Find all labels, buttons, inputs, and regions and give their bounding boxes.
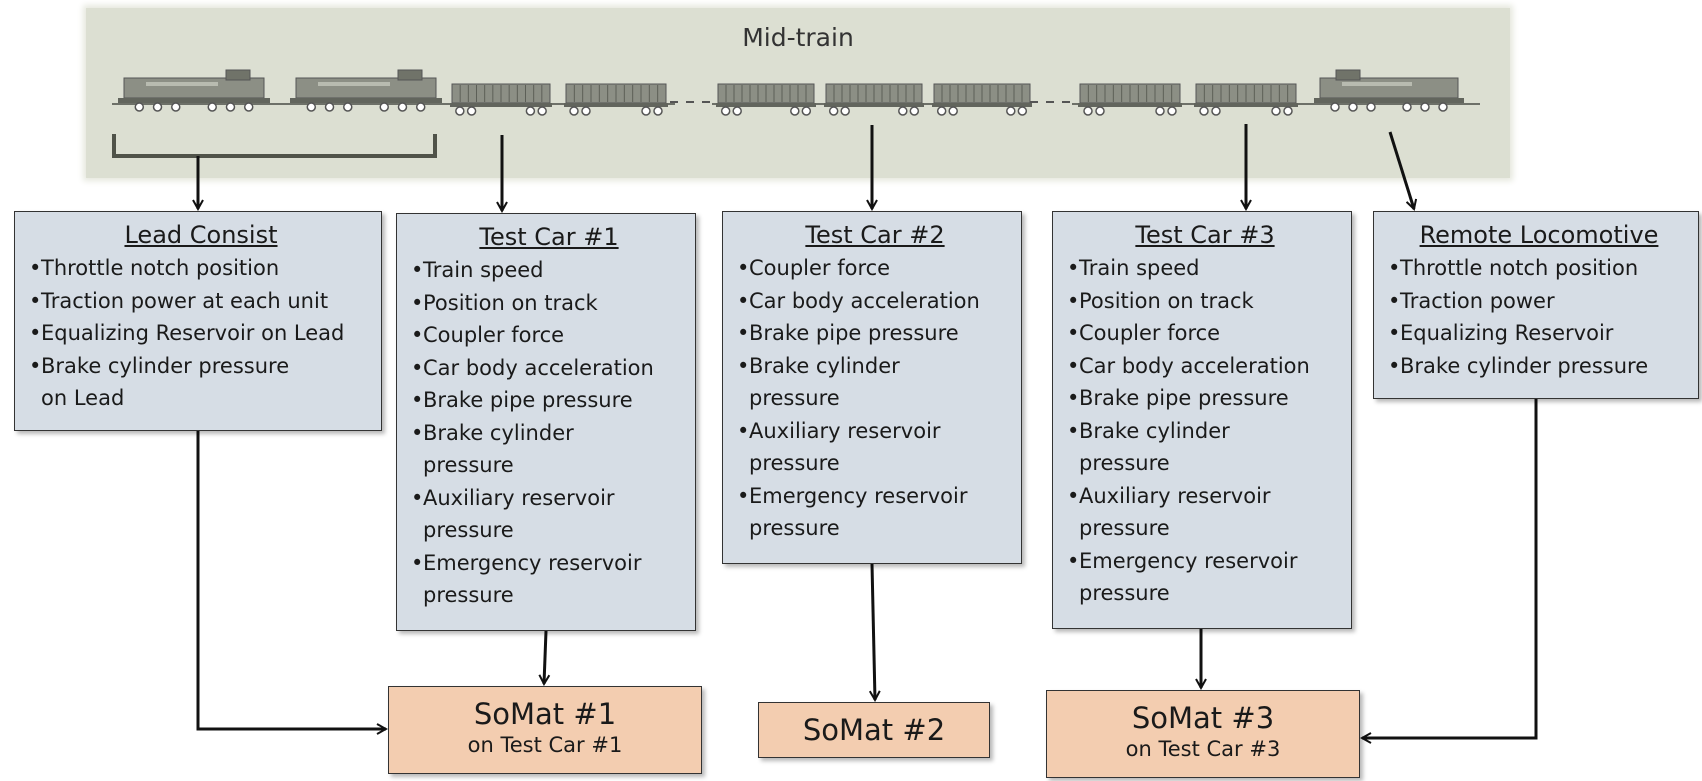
measurement-list: Train speed Position on track Coupler fo… [1067,252,1343,610]
list-item: Brake cylinder pressure on Lead [29,350,311,415]
list-item: Throttle notch position [1388,252,1690,285]
list-item: Train speed [1067,252,1343,285]
somat-1-box: SoMat #1 on Test Car #1 [388,686,702,774]
list-item: Coupler force [737,252,1013,285]
list-item: Brake cylinder pressure [1067,415,1269,480]
hopper-car-icon [716,83,816,116]
arrow-lead-to-somat-1 [196,431,386,729]
list-item: Car body acceleration [737,285,1013,318]
box-title: Test Car #1 [479,223,619,251]
list-item: Auxiliary reservoir pressure [1067,480,1309,545]
arrow-to-remote-locomotive [1388,131,1414,209]
box-title: Test Car #3 [1135,221,1275,249]
box-title: Remote Locomotive [1419,221,1659,249]
list-item: Traction power [1388,285,1690,318]
test-car-2-box: Test Car #2 Coupler force Car body accel… [722,211,1022,564]
list-item: Brake pipe pressure [411,384,687,417]
somat-title: SoMat #2 [802,713,946,747]
hopper-car-icon [932,83,1032,116]
test-car-3-box: Test Car #3 Train speed Position on trac… [1052,211,1352,629]
list-item: Brake pipe pressure [1067,382,1343,415]
somat-3-box: SoMat #3 on Test Car #3 [1046,690,1360,778]
list-item: Train speed [411,254,687,287]
list-item: Equalizing Reservoir [1388,317,1690,350]
arrow-remote-to-somat-3 [1362,399,1538,738]
locomotive-icon [290,69,442,112]
list-item: Throttle notch position [29,252,373,285]
list-item: Emergency reservoir pressure [737,480,989,545]
box-title: Lead Consist [124,221,278,249]
list-item: Car body acceleration [411,352,687,385]
list-item: Auxiliary reservoir pressure [737,415,979,480]
test-car-1-box: Test Car #1 Train speed Position on trac… [396,213,696,631]
somat-title: SoMat #1 [473,697,617,731]
remote-locomotive-box: Remote Locomotive Throttle notch positio… [1373,211,1699,399]
list-item: Traction power at each unit [29,285,373,318]
box-title: Test Car #2 [805,221,945,249]
locomotive-icon [1314,69,1464,112]
hopper-car-icon [1078,83,1182,116]
hopper-car-icon [824,83,924,116]
list-item: Coupler force [1067,317,1343,350]
somat-subtitle: on Test Car #1 [467,733,623,757]
list-item: Position on track [411,287,687,320]
arrow-test-car-2-to-somat-2 [872,563,875,700]
list-item: Coupler force [411,319,687,352]
arrow-test-car-1-to-somat-1 [544,630,546,684]
list-item: Auxiliary reservoir pressure [411,482,653,547]
hopper-car-icon [1194,83,1298,116]
measurement-list: Throttle notch position Traction power a… [29,252,373,415]
hopper-car-icon [450,83,552,116]
locomotive-icon [118,69,270,112]
list-item: Position on track [1067,285,1343,318]
list-item: Brake pipe pressure [737,317,1013,350]
lead-consist-bracket [112,134,437,158]
list-item: Emergency reservoir pressure [1067,545,1319,610]
measurement-list: Throttle notch position Traction power E… [1388,252,1690,382]
list-item: Brake cylinder pressure [737,350,939,415]
list-item: Equalizing Reservoir on Lead [29,317,373,350]
somat-subtitle: on Test Car #3 [1125,737,1281,761]
list-item: Emergency reservoir pressure [411,547,663,612]
hopper-car-icon [564,83,668,116]
somat-title: SoMat #3 [1131,701,1275,735]
measurement-list: Train speed Position on track Coupler fo… [411,254,687,612]
band-title: Mid-train [742,23,854,52]
somat-2-box: SoMat #2 [758,702,990,758]
list-item: Car body acceleration [1067,350,1343,383]
list-item: Brake cylinder pressure [1388,350,1690,383]
lead-consist-box: Lead Consist Throttle notch position Tra… [14,211,382,431]
list-item: Brake cylinder pressure [411,417,613,482]
measurement-list: Coupler force Car body acceleration Brak… [737,252,1013,545]
